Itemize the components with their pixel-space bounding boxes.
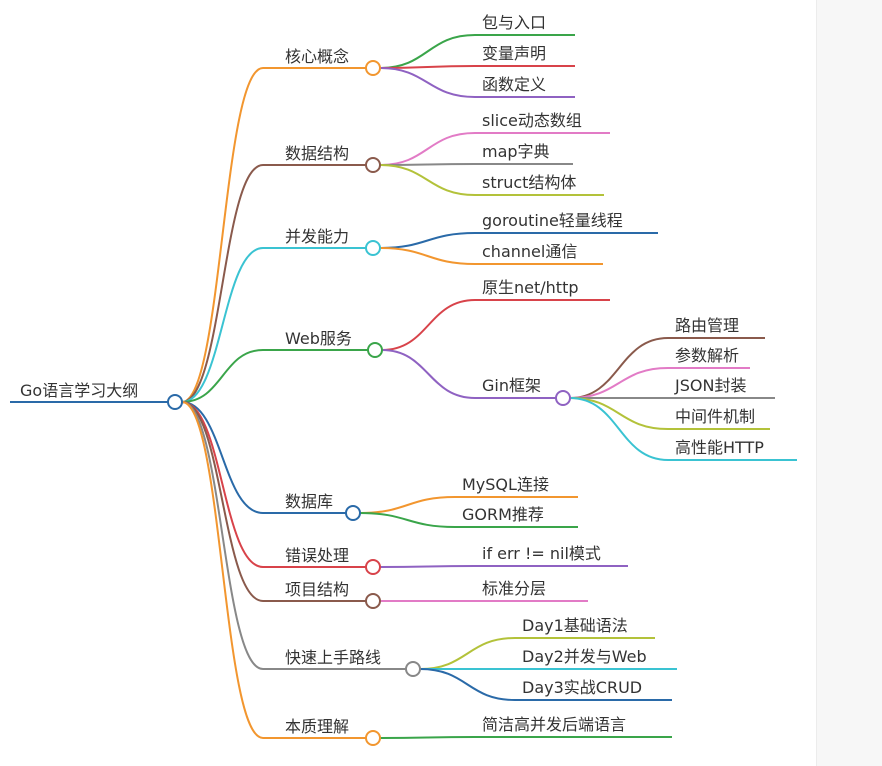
side-panel-strip [816,0,882,766]
branch-1-edge [181,67,264,403]
branch-4-child-2-leaf-1-label: 路由管理 [675,316,739,335]
branch-3-child-2-edge [379,247,476,265]
underlines-layer [10,34,797,739]
root-topic-toggle[interactable] [167,394,183,410]
branch-7-child-1-label: 标准分层 [482,579,546,598]
branch-2-label: 数据结构 [285,144,349,163]
branch-6-child-1-label: if err != nil模式 [482,544,601,563]
branch-5-child-1-label: MySQL连接 [462,475,549,494]
branch-8-child-1-label: Day1基础语法 [522,616,628,635]
branch-4-child-1-label: 原生net/http [482,278,579,297]
branch-1-child-2-label: 变量声明 [482,44,546,63]
branch-2-child-2-label: map字典 [482,142,550,161]
branch-3-child-2-label: channel通信 [482,242,577,261]
root-topic-label: Go语言学习大纲 [20,381,138,400]
branch-8-child-2-label: Day2并发与Web [522,647,647,666]
branch-2-child-1-label: slice动态数组 [482,111,582,130]
branch-6-edge [181,401,264,568]
branch-4-toggle[interactable] [367,342,383,358]
branch-8-child-3-edge [419,668,516,701]
branch-5-child-2-edge [359,512,456,528]
branch-4-child-1-edge [381,299,476,351]
branch-4-child-2-leaf-3-label: JSON封装 [674,376,746,395]
branch-9-child-1-edge [379,736,476,739]
branch-3-child-1-edge [379,232,476,249]
branch-1-child-3-edge [379,67,476,98]
knots-layer [167,60,571,746]
branch-2-toggle[interactable] [365,157,381,173]
branch-2-child-3-edge [379,164,476,196]
branch-3-toggle[interactable] [365,240,381,256]
branch-1-child-3-label: 函数定义 [482,75,546,94]
branch-4-label: Web服务 [285,329,352,348]
branch-8-toggle[interactable] [405,661,421,677]
branch-4-child-2-leaf-2-label: 参数解析 [675,346,739,365]
branch-3-label: 并发能力 [285,227,349,246]
branch-4-child-2-leaf-5-edge [569,397,669,461]
branch-4-child-2-leaf-5-label: 高性能HTTP [675,438,764,457]
branch-1-child-1-edge [379,34,476,69]
branch-9-edge [181,401,264,739]
branch-8-edge [181,401,264,670]
branch-3-child-1-label: goroutine轻量线程 [482,211,623,230]
branch-5-toggle[interactable] [345,505,361,521]
branch-5-child-2-label: GORM推荐 [462,505,544,524]
branch-1-child-1-label: 包与入口 [482,13,546,32]
branch-1-label: 核心概念 [285,47,349,66]
branch-2-edge [181,164,264,403]
branch-7-edge [181,401,264,602]
branch-9-child-1-label: 简洁高并发后端语言 [482,715,626,734]
branch-6-label: 错误处理 [285,546,349,565]
branch-1-toggle[interactable] [365,60,381,76]
branch-2-child-2-edge [379,163,476,166]
branch-9-label: 本质理解 [285,717,349,736]
branch-4-child-2-label: Gin框架 [482,376,541,395]
branch-4-child-2-leaf-2-edge [569,367,669,399]
branch-4-child-2-edge [381,349,476,399]
branch-8-label: 快速上手路线 [285,648,381,667]
edges-layer [181,34,669,739]
branch-4-child-2-toggle[interactable] [555,390,571,406]
branch-5-edge [181,401,264,514]
branch-5-child-1-edge [359,496,456,514]
branch-2-child-1-edge [379,132,476,166]
branch-6-child-1-edge [379,565,476,568]
branch-4-child-2-leaf-4-label: 中间件机制 [675,407,755,426]
branch-5-label: 数据库 [285,492,333,511]
branch-7-label: 项目结构 [285,580,349,599]
branch-8-child-1-edge [419,637,516,670]
branch-4-child-2-leaf-4-edge [569,397,669,430]
branch-7-toggle[interactable] [365,593,381,609]
branch-4-child-2-leaf-1-edge [569,337,669,399]
branch-6-toggle[interactable] [365,559,381,575]
branch-2-child-3-label: struct结构体 [482,173,576,192]
branch-9-toggle[interactable] [365,730,381,746]
branch-4-edge [181,349,264,403]
branch-3-edge [181,247,264,403]
branch-8-child-3-label: Day3实战CRUD [522,678,642,697]
